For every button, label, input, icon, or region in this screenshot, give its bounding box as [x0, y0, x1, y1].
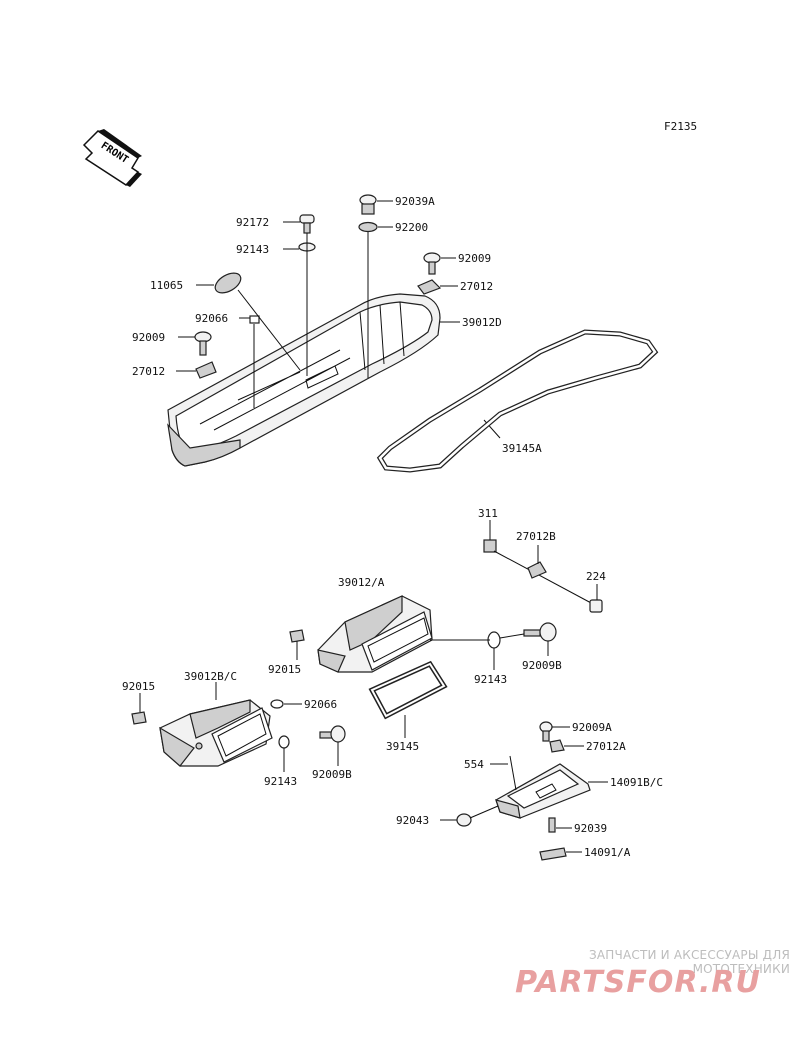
- part-label-92143-mid: 92143: [474, 673, 507, 686]
- part-label-92039a: 92039A: [395, 195, 435, 208]
- bracket-27012a: [549, 739, 565, 753]
- pin-92039: [548, 817, 556, 833]
- cover-39012bc: [159, 699, 273, 767]
- cap-11065: [214, 272, 242, 294]
- part-label-311: 311: [478, 507, 498, 520]
- bracket-27012-left: [195, 361, 217, 379]
- part-label-92009b-left: 92009B: [312, 768, 352, 781]
- cover-14091bc: [495, 763, 591, 819]
- grommet-92043: [456, 813, 472, 827]
- watermark-logo: PARTSFOR.RU: [515, 965, 761, 1000]
- gasket-39145: [368, 660, 448, 720]
- nut-311: [483, 539, 497, 553]
- bolt-92009a: [539, 721, 553, 742]
- part-label-14091a: 14091/A: [584, 846, 631, 859]
- front-arrow-icon: FRONT: [82, 129, 142, 187]
- part-label-92043: 92043: [396, 814, 429, 827]
- washer-92143-left: [278, 735, 290, 749]
- part-label-224: 224: [586, 570, 606, 583]
- bolt-224: [589, 599, 603, 613]
- bolt-92172: [299, 214, 315, 234]
- grommet-92039a-body: [361, 203, 375, 215]
- part-label-92066: 92066: [195, 312, 228, 325]
- clip-14091a: [539, 847, 567, 861]
- bracket-27012b: [527, 561, 547, 579]
- part-label-11065: 11065: [150, 279, 183, 292]
- watermark-logo-text: PARTSFOR.RU: [515, 965, 761, 1000]
- part-label-92066-left: 92066: [304, 698, 337, 711]
- part-label-92200: 92200: [395, 221, 428, 234]
- part-labels: 92039A 92172 92200 92143 92009 11065 270…: [122, 195, 663, 859]
- cover-39012a: [317, 595, 433, 673]
- part-label-27012: 27012: [460, 280, 493, 293]
- grommet-92066-left: [270, 699, 284, 709]
- part-label-92039: 92039: [574, 822, 607, 835]
- part-label-39012d: 39012D: [462, 316, 502, 329]
- bolt-92009-left: [194, 331, 212, 356]
- bolt-92009b-mid: [523, 622, 557, 642]
- clip-92015-mid: [289, 629, 305, 643]
- clip-92015-left: [131, 711, 147, 725]
- part-label-92009b-mid: 92009B: [522, 659, 562, 672]
- bolt-92009b-left: [319, 725, 346, 743]
- bracket-27012-right: [417, 279, 442, 295]
- part-label-554: 554: [464, 758, 484, 771]
- part-label-92009-left: 92009: [132, 331, 165, 344]
- part-label-92172: 92172: [236, 216, 269, 229]
- gasket-39145a: [376, 329, 659, 473]
- part-label-92009a: 92009A: [572, 721, 612, 734]
- rod-554: [509, 755, 517, 791]
- part-label-92143-left: 92143: [264, 775, 297, 788]
- part-label-27012b: 27012B: [516, 530, 556, 543]
- part-label-92015-mid: 92015: [268, 663, 301, 676]
- bolt-92009-right: [423, 252, 441, 275]
- grommet-92066: [249, 315, 260, 324]
- part-label-39145a: 39145A: [502, 442, 542, 455]
- part-label-27012a: 27012A: [586, 740, 626, 753]
- part-label-14091bc: 14091B/C: [610, 776, 663, 789]
- watermark-caption: ЗАПЧАСТИ И АКСЕССУАРЫ ДЛЯ МОТОТЕХНИКИ: [589, 948, 790, 976]
- part-label-92009: 92009: [458, 252, 491, 265]
- washer-92200: [358, 221, 378, 233]
- part-label-39012bc: 39012B/C: [184, 670, 237, 683]
- part-label-39145: 39145: [386, 740, 419, 753]
- part-label-92143: 92143: [236, 243, 269, 256]
- part-label-39012a: 39012/A: [338, 576, 385, 589]
- diagram-code: F2135: [664, 120, 697, 133]
- part-label-27012-left: 27012: [132, 365, 165, 378]
- part-label-92015-left: 92015: [122, 680, 155, 693]
